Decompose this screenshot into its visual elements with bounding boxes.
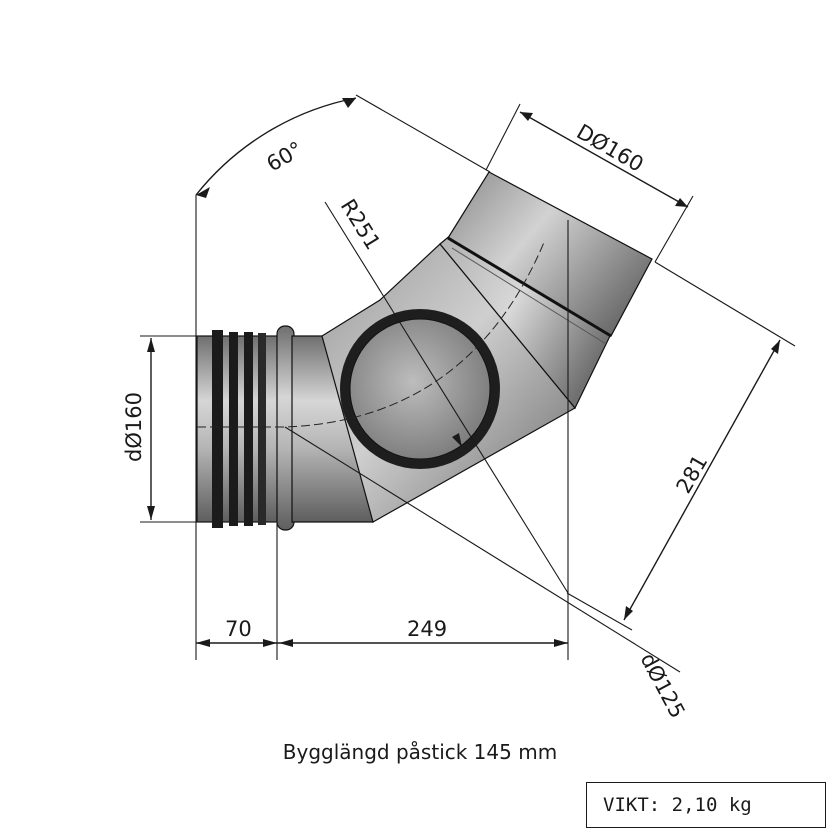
build-length-caption: Bygglängd påstick 145 mm [282,740,558,764]
angle-label: 60° [263,137,307,176]
inlet-diameter-label: dØ160 [122,392,146,462]
elbow-fitting [196,171,653,531]
branch-opening [340,309,500,469]
seal-ring [212,330,223,528]
weight-box: VIKT: 2,10 kg [586,782,826,828]
dimension-lines [147,97,781,647]
inlet-spigot [196,325,295,531]
seal-ring [229,332,238,526]
height-label: 281 [672,451,713,498]
seal-ring [244,332,253,526]
branch-diameter-label: dØ125 [636,649,690,722]
bend-centerline [197,239,546,428]
radius-label: R251 [336,195,385,254]
body-length-label: 249 [407,617,447,641]
spigot-length-label: 70 [225,617,252,641]
seal-ring [258,333,266,525]
